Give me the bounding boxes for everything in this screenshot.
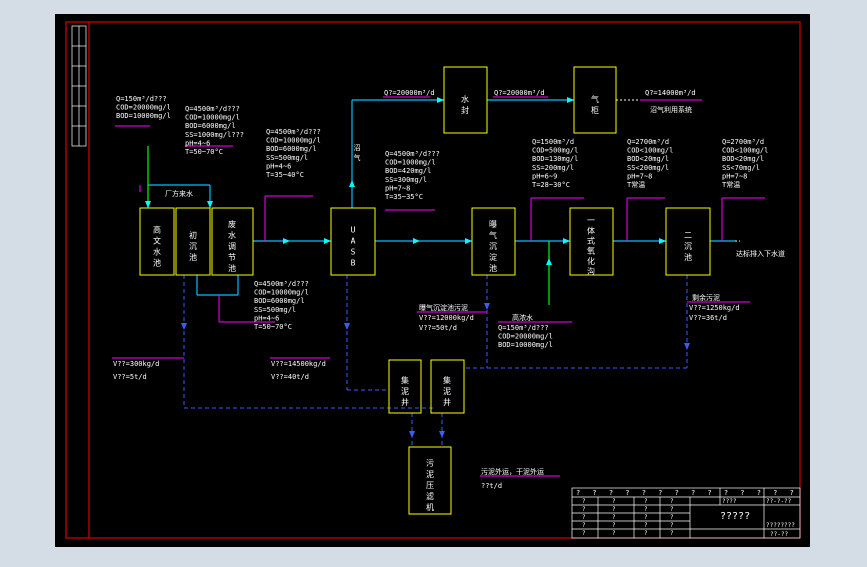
title-cell: ? <box>612 522 616 529</box>
label-effluent: 达标排入下水道 <box>736 249 785 258</box>
sludge-thickener-2-box <box>430 359 465 414</box>
label-sludge-return-title: 剩余污泥 <box>692 293 720 302</box>
unit-label-secondary-clarifier: 二沉池 <box>684 231 692 262</box>
unit-label-water-seal: 水封 <box>461 94 469 115</box>
label-press-out: 污泥外运，干泥外运 <box>481 467 544 476</box>
title-cell: ? <box>582 498 586 505</box>
unit-label-aeration-clarifier: 曝气沉淀池 <box>489 220 497 273</box>
title-header-right-2: ???? <box>722 498 737 505</box>
title-block-texts: ? ? ? ? ? ? ? ? ? ? ? ? ? ???-?-????????… <box>576 489 798 538</box>
title-cell: ? <box>582 506 586 513</box>
sludge-arrows <box>181 303 690 438</box>
unit-label-filter-press: 污泥压滤机 <box>426 458 434 512</box>
hydrolysis-tank-box <box>139 207 175 276</box>
title-cell: ? <box>670 530 674 537</box>
title-cell: ? <box>582 514 586 521</box>
title-cell: ? <box>644 514 648 521</box>
title-cell: ? <box>644 530 648 537</box>
flow-arrows <box>145 97 666 265</box>
title-cell: ? <box>670 498 674 505</box>
label-biogas-vertical: 沼气 <box>354 143 361 162</box>
title-cell: ? <box>612 506 616 513</box>
unit-label-primary-clarifier: 初沉池 <box>189 230 197 262</box>
label-biogas-flow-1: Q?=20000m³/d <box>384 89 435 97</box>
title-cell: ? <box>644 498 648 505</box>
label-sludge-return-2: V??=36t/d <box>689 314 727 322</box>
label-recycle-1: V??=12000kg/d <box>419 314 474 322</box>
title-header-right-1: ??-?-?? <box>766 498 792 505</box>
label-biogas-flow-2: Q?=20000m³/d <box>494 89 545 97</box>
title-drawing-no: ??-?? <box>770 531 788 538</box>
label-biogas-out: Q?=14000m³/d <box>645 89 696 97</box>
sludge-thickener-1-box <box>388 359 422 414</box>
inner-frame <box>88 21 801 539</box>
unit-boxes <box>139 66 711 515</box>
label-high-conc: 高浓水 <box>512 313 533 322</box>
title-block <box>571 487 801 539</box>
title-cell: ? <box>670 522 674 529</box>
leader-lines <box>112 96 765 477</box>
title-cell: ? <box>670 514 674 521</box>
title-cell: ? <box>612 530 616 537</box>
title-cell: ? <box>612 514 616 521</box>
unit-label-sludge-thickener-2: 集泥井 <box>443 375 451 407</box>
contact-oxidation-box <box>569 207 614 276</box>
title-cell: ? <box>582 522 586 529</box>
label-recycle-title: 曝气沉淀池污泥 <box>419 303 468 312</box>
primary-clarifier-box <box>175 207 211 276</box>
title-scale: ???????? <box>766 522 795 529</box>
label-sludge-mid-1: V??=14500kg/d <box>271 360 326 368</box>
title-drawing-title: ????? <box>720 511 750 522</box>
label-sludge-mid-2: V??=40t/d <box>271 373 309 381</box>
sludge-lines <box>183 275 688 447</box>
label-factory-wastewater: 厂方来水 <box>165 189 193 198</box>
aux-lines <box>147 146 550 305</box>
label-sludge-return-1: V??=1250kg/d <box>689 304 740 312</box>
unit-label-sludge-thickener-1: 集泥井 <box>401 375 409 407</box>
title-row-1: ? ? ? ? ? ? ? ? ? ? ? ? ? ? <box>576 489 798 497</box>
title-cell: ? <box>670 506 674 513</box>
margin-stamp <box>71 25 87 147</box>
uasb-box <box>330 207 376 276</box>
label-recycle-2: V??=50t/d <box>419 324 457 332</box>
unit-label-gas-holder: 气柜 <box>591 94 599 115</box>
label-sludge-left-1: V??=300kg/d <box>113 360 159 368</box>
drawing-canvas <box>55 14 810 547</box>
title-cell: ? <box>644 506 648 513</box>
free-labels: 厂方来水 Q?=20000m³/d Q?=20000m³/d Q?=14000m³/d… <box>113 89 785 490</box>
aeration-clarifier-box <box>471 207 516 276</box>
secondary-clarifier-box <box>665 207 711 276</box>
title-cell: ? <box>582 530 586 537</box>
label-sludge-left-2: V??=5t/d <box>113 373 147 381</box>
label-press-out-2: ??t/d <box>481 482 502 490</box>
unit-label-contact-oxidation: 一体式氧化沟 <box>587 216 595 276</box>
equalization-tank-box <box>211 207 254 276</box>
gas-holder-box <box>573 66 617 134</box>
unit-label-hydrolysis-tank: 高文水池 <box>153 224 161 267</box>
water-seal-box <box>443 66 488 134</box>
title-cell: ? <box>612 498 616 505</box>
title-cell: ? <box>644 522 648 529</box>
filter-press-box <box>408 446 452 515</box>
label-biogas-dest: 沼气利用系统 <box>650 105 692 114</box>
unit-label-equalization-tank: 废水调节池 <box>228 219 236 273</box>
